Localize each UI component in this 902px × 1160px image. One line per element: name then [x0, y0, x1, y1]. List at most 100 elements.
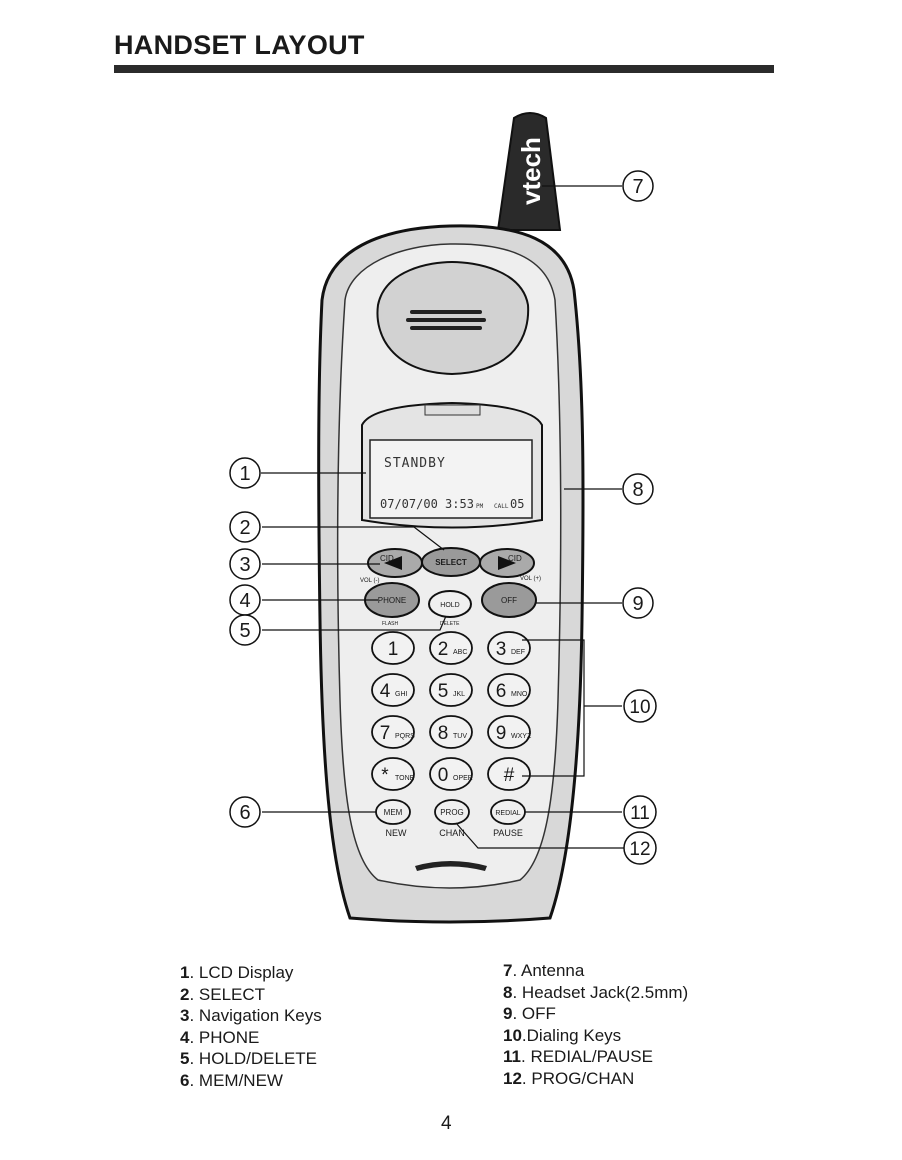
mem-key[interactable]: MEM	[375, 799, 411, 825]
title-rule	[114, 65, 774, 73]
leader-lines	[261, 185, 624, 849]
lcd-display: STANDBY 07/07/00 3:53 PM CALL 05	[361, 401, 543, 529]
legend-item: 9. OFF	[503, 1003, 688, 1025]
dial-key-letters: MNO	[511, 691, 528, 698]
dial-key-letters: WXYZ	[511, 733, 532, 740]
svg-text:5: 5	[239, 620, 250, 642]
dial-key-digit: 2	[438, 639, 449, 660]
dial-key-9[interactable]: *TONE	[371, 757, 415, 791]
svg-text:CID: CID	[380, 554, 394, 563]
dial-key-letters: GHI	[395, 691, 408, 698]
dial-key-letters: DEF	[511, 649, 525, 656]
legend-item: 7. Antenna	[503, 960, 688, 982]
legend-separator: .	[189, 1049, 199, 1069]
legend-item: 11. REDIAL/PAUSE	[503, 1046, 688, 1068]
legend-item: 3. Navigation Keys	[180, 1005, 322, 1027]
dial-key-3[interactable]: 4 GHI	[371, 673, 415, 707]
vol-minus-label: VOL (-)	[360, 578, 379, 584]
legend-number: 9	[503, 1004, 513, 1024]
svg-text:2: 2	[239, 517, 250, 539]
earpiece	[376, 260, 530, 376]
legend-number: 8	[503, 982, 513, 1002]
dial-key-digit: 8	[438, 723, 449, 744]
legend-text: Headset Jack(2.5mm)	[521, 982, 689, 1002]
dial-key-letters: TUV	[453, 733, 467, 740]
legend-separator: .	[189, 1070, 199, 1090]
svg-text:4: 4	[239, 590, 250, 612]
svg-text:PROG: PROG	[440, 808, 464, 817]
svg-text:6: 6	[239, 802, 250, 824]
legend-number: 10	[503, 1025, 522, 1045]
legend-separator: .	[512, 1004, 522, 1024]
legend-separator: .	[520, 1047, 531, 1067]
legend-text: REDIAL/PAUSE	[530, 1047, 653, 1067]
lcd-datetime: 07/07/00 3:53	[380, 497, 474, 511]
legend-text: PROG/CHAN	[531, 1068, 635, 1088]
legend-separator: .	[521, 1068, 532, 1088]
dial-key-digit: 4	[380, 681, 391, 702]
dial-key-letters: OPER	[453, 775, 473, 782]
legend-number: 4	[180, 1027, 190, 1047]
svg-text:HOLD: HOLD	[440, 602, 459, 609]
redial-key[interactable]: REDIAL	[490, 799, 526, 825]
legend-item: 2. SELECT	[180, 984, 322, 1006]
legend-number: 11	[503, 1047, 521, 1067]
legend-separator: .	[189, 1027, 199, 1047]
dial-key-2[interactable]: 3 DEF	[487, 631, 531, 665]
legend-text: OFF	[521, 1004, 556, 1024]
callout-9: 9	[622, 587, 654, 619]
callout-7: 7	[622, 170, 654, 202]
legend-item: 8. Headset Jack(2.5mm)	[503, 982, 688, 1004]
dial-key-digit: 9	[496, 723, 507, 744]
handset-diagram: vtech STANDBY 07/07/00 3:53 PM CALL 05 C…	[229, 112, 657, 924]
dial-key-digit: 7	[380, 723, 391, 744]
svg-text:MEM: MEM	[384, 808, 403, 817]
dial-key-1[interactable]: 2 ABC	[429, 631, 473, 665]
dial-key-8[interactable]: 9 WXYZ	[487, 715, 532, 749]
dial-key-digit: 3	[496, 639, 507, 660]
off-key[interactable]: OFF	[481, 582, 537, 618]
cid-right-key[interactable]: CID	[479, 548, 535, 578]
legend-number: 5	[180, 1049, 190, 1069]
legend-item: 1. LCD Display	[180, 962, 322, 984]
pause-label: PAUSE	[493, 828, 523, 838]
vol-plus-label: VOL (+)	[520, 576, 541, 582]
dial-key-digit: 1	[388, 639, 399, 660]
dial-key-letters: ABC	[453, 649, 467, 656]
dial-key-0[interactable]: 1	[371, 631, 415, 665]
chan-label: CHAN	[439, 828, 465, 838]
svg-text:1: 1	[239, 463, 250, 485]
callout-4: 4	[229, 584, 261, 616]
phone-key[interactable]: PHONE	[364, 582, 420, 618]
legend-separator: .	[189, 1006, 199, 1026]
cid-left-key[interactable]: CID	[367, 548, 423, 578]
legend-text: LCD Display	[198, 963, 294, 982]
select-key[interactable]: SELECT	[421, 547, 481, 577]
svg-text:10: 10	[629, 697, 650, 718]
lcd-call-label: CALL	[494, 503, 509, 510]
legend-number: 3	[180, 1006, 190, 1026]
svg-text:8: 8	[632, 479, 643, 501]
lcd-call-count: 05	[510, 497, 524, 511]
svg-text:3: 3	[239, 554, 250, 576]
prog-key[interactable]: PROG	[434, 799, 470, 825]
dial-key-11[interactable]: #	[487, 757, 531, 791]
svg-text:PHONE: PHONE	[378, 596, 406, 605]
legend-item: 6. MEM/NEW	[180, 1070, 322, 1092]
svg-text:SELECT: SELECT	[435, 558, 467, 567]
flash-label: FLASH	[382, 621, 399, 627]
hold-key[interactable]: HOLD	[428, 590, 472, 618]
dial-key-7[interactable]: 8 TUV	[429, 715, 473, 749]
new-label: NEW	[386, 828, 408, 838]
legend-text: MEM/NEW	[198, 1070, 283, 1090]
page-number: 4	[441, 1113, 452, 1134]
legend-separator: .	[189, 984, 199, 1004]
callout-12: 12	[623, 831, 657, 865]
callout-1: 1	[229, 457, 261, 489]
